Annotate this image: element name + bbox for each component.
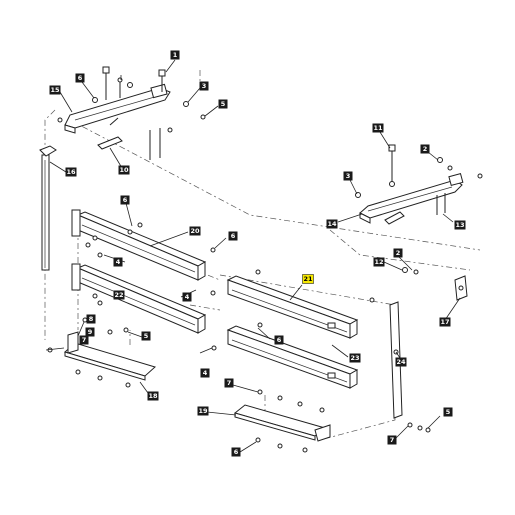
callout-18: 18	[147, 391, 159, 401]
callout-2: 2	[393, 248, 403, 258]
svg-text:2: 2	[396, 249, 401, 257]
clip-part	[97, 136, 123, 169]
svg-text:5: 5	[446, 408, 451, 416]
svg-text:8: 8	[89, 315, 94, 323]
svg-text:4: 4	[116, 258, 121, 266]
callout-4: 4	[200, 368, 210, 378]
callout-12: 12	[373, 257, 385, 267]
foot-plate-right	[233, 404, 331, 442]
callout-2: 2	[420, 144, 430, 154]
callout-16: 16	[65, 167, 77, 177]
svg-text:6: 6	[231, 232, 236, 240]
svg-text:6: 6	[234, 448, 239, 456]
callout-17: 17	[439, 317, 451, 327]
svg-text:12: 12	[374, 258, 383, 266]
callout-3: 3	[343, 171, 353, 181]
svg-text:23: 23	[350, 354, 359, 362]
foot-plate-left	[64, 331, 156, 381]
svg-text:16: 16	[66, 168, 76, 176]
assembly-centerlines	[44, 70, 481, 441]
svg-text:14: 14	[327, 220, 337, 228]
svg-text:15: 15	[50, 86, 60, 94]
svg-text:6: 6	[78, 74, 83, 82]
misc-hardware	[47, 222, 431, 453]
svg-text:3: 3	[202, 82, 207, 90]
svg-text:17: 17	[440, 318, 449, 326]
callout-6: 6	[75, 73, 85, 83]
callout-1: 1	[170, 50, 180, 60]
upper-rail-left	[71, 209, 207, 281]
svg-text:1: 1	[173, 51, 178, 59]
svg-text:4: 4	[185, 293, 190, 301]
callout-5: 5	[141, 331, 151, 341]
callout-7: 7	[224, 378, 234, 388]
callout-6: 6	[274, 335, 284, 345]
top-left-bracket	[64, 83, 171, 134]
svg-text:9: 9	[88, 328, 93, 336]
svg-text:5: 5	[221, 100, 226, 108]
svg-text:7: 7	[227, 379, 232, 387]
callout-21-highlighted: 21	[302, 274, 314, 284]
callout-13: 13	[454, 220, 466, 230]
svg-text:19: 19	[198, 407, 208, 415]
top-right-bracket	[359, 173, 464, 224]
svg-text:7: 7	[390, 436, 395, 444]
svg-text:7: 7	[82, 336, 87, 344]
callout-5: 5	[218, 99, 228, 109]
callout-3: 3	[199, 81, 209, 91]
svg-text:13: 13	[455, 221, 464, 229]
bolts-top-left	[57, 66, 206, 160]
callout-4: 4	[113, 257, 123, 267]
svg-text:5: 5	[144, 332, 149, 340]
bolts-top-right	[355, 144, 483, 225]
callout-11: 11	[372, 123, 384, 133]
lower-rail-left	[71, 263, 207, 334]
leader-lines	[45, 59, 461, 453]
callout-9: 9	[85, 327, 95, 337]
svg-text:2: 2	[423, 145, 428, 153]
callout-7: 7	[387, 435, 397, 445]
callout-8: 8	[86, 314, 96, 324]
svg-text:3: 3	[346, 172, 351, 180]
svg-text:4: 4	[203, 369, 208, 377]
callout-5: 5	[443, 407, 453, 417]
svg-text:18: 18	[148, 392, 158, 400]
callout-7: 7	[79, 335, 89, 345]
svg-text:21: 21	[303, 275, 313, 283]
svg-text:20: 20	[190, 227, 200, 235]
callout-15: 15	[49, 85, 61, 95]
svg-text:24: 24	[396, 358, 406, 366]
callout-20: 20	[189, 226, 201, 236]
vertical-post-left	[39, 145, 57, 271]
callout-10: 10	[118, 165, 130, 175]
callout-6: 6	[120, 195, 130, 205]
callout-24: 24	[395, 357, 407, 367]
svg-text:10: 10	[119, 166, 129, 174]
callout-6: 6	[228, 231, 238, 241]
callout-6: 6	[231, 447, 241, 457]
upper-rail-right	[226, 275, 359, 339]
callout-4: 4	[182, 292, 192, 302]
callout-14: 14	[326, 219, 338, 229]
svg-text:6: 6	[123, 196, 128, 204]
svg-text:22: 22	[114, 291, 123, 299]
part-callouts: 1 6 3 15 5 10 16 6 20 6 4 22 4 21 8 9 5 …	[49, 50, 466, 457]
callout-22: 22	[113, 290, 125, 300]
svg-text:11: 11	[373, 124, 383, 132]
callout-23: 23	[349, 353, 361, 363]
svg-text:6: 6	[277, 336, 282, 344]
callout-19: 19	[197, 406, 209, 416]
small-bracket-right	[454, 275, 468, 301]
lower-rail-right	[226, 325, 359, 389]
